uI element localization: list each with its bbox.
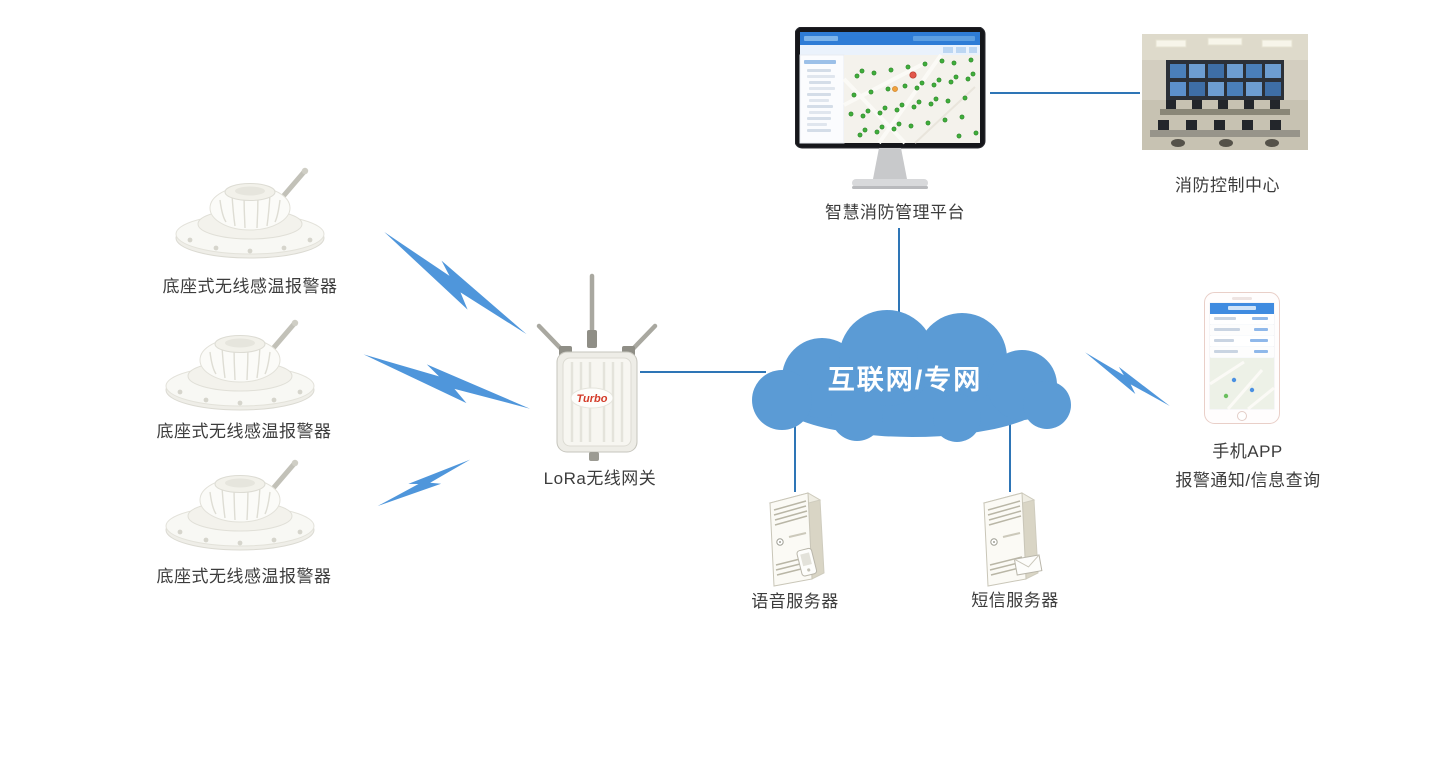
lora-gateway: Turbo: [532, 262, 662, 467]
cloud-label: 互联网/专网: [828, 365, 983, 395]
cloud-icon: 互联网/专网: [752, 310, 1071, 442]
control-center-label: 消防控制中心: [1175, 176, 1280, 195]
map-dots: [848, 57, 979, 139]
message-letter-icon: [1013, 554, 1043, 576]
detector-3: [158, 452, 328, 557]
gateway-brand-text: Turbo: [577, 393, 608, 405]
detector-2-label: 底座式无线感温报警器: [156, 422, 332, 441]
server-tower-icon: [768, 492, 825, 587]
lightning-detector1-gateway: [384, 232, 527, 335]
detector-1-label: 底座式无线感温报警器: [162, 277, 338, 296]
gateway-label: LoRa无线网关: [543, 469, 657, 488]
control-room-photo: [1142, 34, 1308, 150]
sms-server-label: 短信服务器: [971, 591, 1059, 610]
temperature-detector-icon: [165, 319, 315, 411]
server-tower-icon: [982, 492, 1043, 587]
lightning-cloud-app: [1085, 352, 1170, 407]
lightning-detector3-gateway: [377, 459, 471, 507]
lightning-detector2-gateway: [363, 354, 531, 409]
temperature-detector-icon: [165, 459, 315, 551]
handset-card-icon: [796, 547, 818, 577]
lora-gateway-icon: Turbo: [536, 273, 658, 461]
detector-1: [168, 160, 338, 265]
sms-server: [970, 487, 1048, 594]
network-cloud: 互联网/专网: [727, 300, 1077, 450]
monitor-icon: [794, 26, 986, 189]
mobile-phone: [1204, 292, 1280, 429]
platform-monitor: [794, 26, 990, 204]
detector-3-label: 底座式无线感温报警器: [156, 567, 332, 586]
temperature-detector-icon: [175, 167, 325, 259]
mobile-app-subtitle: 报警通知/信息查询: [1175, 471, 1321, 490]
mobile-app-title: 手机APP: [1212, 442, 1283, 461]
control-center: [1142, 34, 1308, 155]
smartphone-icon: [1204, 292, 1280, 424]
voice-server: [756, 487, 834, 594]
detector-2: [158, 312, 328, 417]
voice-server-label: 语音服务器: [751, 592, 839, 611]
platform-label: 智慧消防管理平台: [825, 203, 965, 222]
